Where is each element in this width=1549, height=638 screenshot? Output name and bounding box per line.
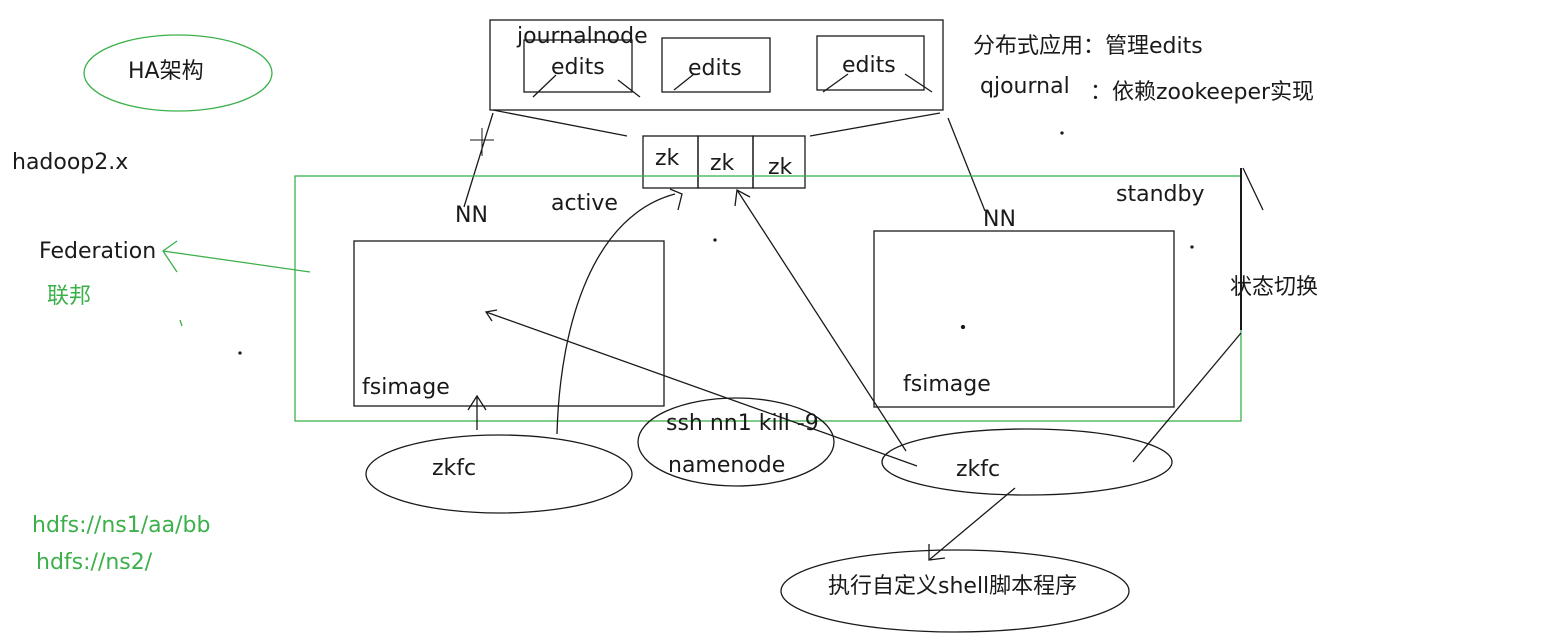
zkfc-right-to-zk-arrowhead [734,188,751,207]
edits-label-3: edits [842,53,896,78]
edits-arrow-3 [822,73,933,93]
hadoop-version-label: hadoop2.x [12,150,129,175]
zkfc-left-to-zk-curve [556,193,676,435]
zkfc-right-label: zkfc [956,457,1001,482]
stray-dot [238,351,242,355]
distributed-app-note: 分布式应用：管理edits [973,34,1203,59]
state-switch-label: 状态切换 [1230,275,1319,300]
zkfc-right-to-switch [1132,332,1242,463]
zkfc-left-label: zkfc [432,456,477,481]
nn-right-label: NN [983,207,1016,232]
stray-dot [960,324,966,330]
edits-arrow-2 [673,73,695,91]
namenode-box-right [873,230,1175,408]
crosshair-mark [470,128,494,156]
custom-script-label: 执行自定义shell脚本程序 [828,574,1078,599]
journalnode-label: journalnode [517,24,648,49]
jn-to-zk-left [492,109,628,137]
federation-label: Federation [39,239,157,264]
edits-box-2 [661,37,771,93]
zk-label-3: zk [768,155,793,180]
zkfc-left-ellipse [365,434,633,514]
edits-arrow-1 [532,74,641,98]
nn-left-to-jn [463,112,494,208]
zkfc-left-to-nn-arrow [467,394,487,430]
active-label: active [551,191,618,216]
fsimage-right-label: fsimage [903,372,991,397]
stray-dot [1190,245,1194,249]
ssh-kill-command: ssh nn1 kill -9 [666,411,819,436]
hdfs-path-2: hdfs://ns2/ [36,550,153,575]
federation-arrow [162,240,311,273]
nn-left-label: NN [455,203,488,228]
zkfc-right-to-zk-line [736,189,907,452]
zkfc-to-script-arrowhead [928,544,946,561]
nn-right-to-jn [947,117,986,212]
zk-box-3 [752,135,806,189]
stray-mark [179,319,183,327]
ha-title-ellipse [83,34,273,112]
namenode-box-left [353,240,665,407]
zkfc-left-to-zk-arrowhead [669,188,683,211]
stray-dot [1060,131,1064,135]
standby-label: standby [1116,182,1205,207]
qjournal-label: qjournal [980,74,1070,99]
stray-dot [713,238,717,242]
custom-script-ellipse [780,549,1130,633]
jn-to-zk-right [809,112,941,137]
hdfs-path-1: hdfs://ns1/aa/bb [32,513,211,538]
edits-box-1 [523,39,633,93]
state-switch-tick [1242,167,1264,211]
fsimage-left-label: fsimage [362,375,450,400]
zookeeper-dependency-note: ：依赖zookeeper实现 [1090,80,1315,105]
zkfc-right-ellipse [881,428,1173,496]
namenode-kill-ellipse [637,397,835,487]
journalnode-box [489,19,944,111]
zk-label-2: zk [710,151,735,176]
namenode-label: namenode [668,453,786,478]
ha-title: HA架构 [128,59,204,84]
zkfc-right-to-active-nn [485,311,918,467]
zkfc-right-to-active-arrowhead [484,309,498,322]
zkfc-to-script-arrow [928,487,1016,561]
edits-label-1: edits [551,55,605,80]
edits-box-3 [816,35,925,91]
lianbang-label: 联邦 [47,284,92,309]
zk-label-1: zk [655,146,680,171]
edits-label-2: edits [688,56,742,81]
